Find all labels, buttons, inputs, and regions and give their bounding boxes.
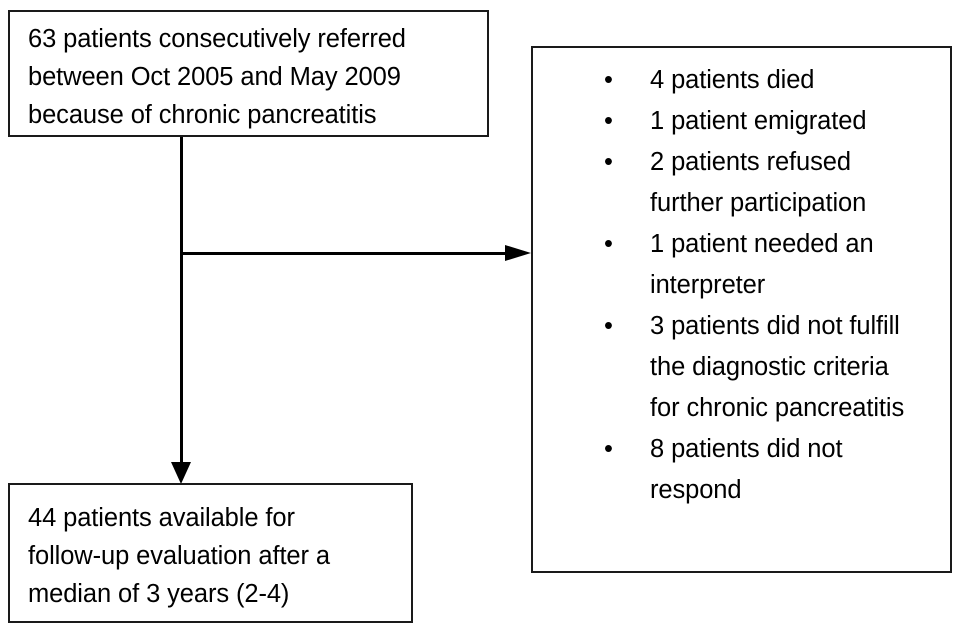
bullet-icon: • — [604, 107, 613, 135]
list-item-text: 1 patient needed an interpreter — [650, 224, 944, 306]
bullet-icon: • — [604, 148, 613, 176]
outcome-line-3: median of 3 years (2-4) — [28, 580, 290, 608]
list-item-line: respond — [650, 476, 742, 504]
list-item-line: interpreter — [650, 271, 766, 299]
source-cohort-line-3: because of chronic pancreatitis — [28, 101, 377, 129]
exclusions-box: • 4 patients died • 1 patient emigrated … — [531, 46, 952, 573]
list-item: • 1 patient emigrated — [533, 101, 944, 142]
list-item-line: 4 patients died — [650, 66, 815, 94]
outcome-line-2: follow-up evaluation after a — [28, 542, 330, 570]
list-item-text: 1 patient emigrated — [650, 101, 944, 142]
bullet-icon: • — [604, 312, 613, 340]
list-item-text: 4 patients died — [650, 60, 944, 101]
list-item: • 4 patients died — [533, 60, 944, 101]
list-item-line: further participation — [650, 189, 867, 217]
source-cohort-line-2: between Oct 2005 and May 2009 — [28, 63, 401, 91]
list-item-line: the diagnostic criteria — [650, 353, 889, 381]
list-item-line: 3 patients did not fulfill — [650, 312, 900, 340]
bullet-icon: • — [604, 230, 613, 258]
arrowhead-down-icon — [171, 462, 191, 484]
list-item-text: 2 patients refused further participation — [650, 142, 944, 224]
list-item-text: 8 patients did not respond — [650, 429, 944, 511]
source-cohort-box: 63 patients consecutively referred betwe… — [8, 10, 489, 137]
source-cohort-line-1: 63 patients consecutively referred — [28, 25, 406, 53]
list-item: • 3 patients did not fulfill the diagnos… — [533, 306, 944, 429]
list-item-line: 2 patients refused — [650, 148, 851, 176]
list-item-line: 1 patient emigrated — [650, 107, 867, 135]
list-item: • 1 patient needed an interpreter — [533, 224, 944, 306]
list-item-line: 1 patient needed an — [650, 230, 874, 258]
list-item: • 8 patients did not respond — [533, 429, 944, 511]
connector-vertical-line — [180, 137, 183, 469]
list-item-line: for chronic pancreatitis — [650, 394, 905, 422]
bullet-icon: • — [604, 66, 613, 94]
bullet-icon: • — [604, 435, 613, 463]
list-item-line: 8 patients did not — [650, 435, 843, 463]
outcome-box: 44 patients available for follow-up eval… — [8, 483, 413, 623]
list-item: • 2 patients refused further participati… — [533, 142, 944, 224]
outcome-line-1: 44 patients available for — [28, 504, 295, 532]
arrowhead-right-icon — [505, 245, 531, 261]
exclusions-list: • 4 patients died • 1 patient emigrated … — [533, 60, 944, 511]
list-item-text: 3 patients did not fulfill the diagnosti… — [650, 306, 944, 429]
connector-horizontal-line — [180, 252, 514, 255]
